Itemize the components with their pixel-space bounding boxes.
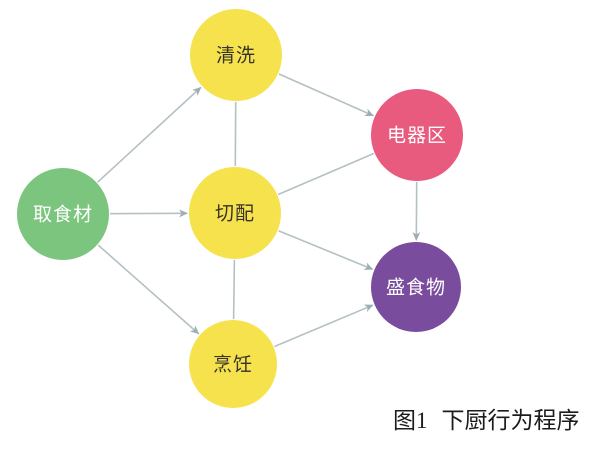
node-circle-chengshiwu: [371, 242, 461, 332]
node-label-pengren: 烹饪: [213, 354, 253, 376]
node-label-chengshiwu: 盛食物: [386, 277, 446, 299]
edge-qiepei-dianqiqu: [277, 152, 375, 196]
node-label-dianqiqu: 电器区: [387, 125, 447, 147]
node-pengren: 烹饪: [189, 320, 277, 408]
node-qingxi: 清洗: [190, 9, 282, 101]
node-label-qushicai: 取食材: [33, 204, 93, 226]
node-circle-pengren: [189, 320, 277, 408]
edge-qiepei-chengshiwu: [278, 230, 374, 270]
edge-qushicai-pengren: [97, 244, 200, 335]
figure-title: 下厨行为程序: [441, 408, 580, 433]
node-circle-qushicai: [17, 168, 109, 260]
node-label-qingxi: 清洗: [216, 45, 256, 67]
figure-number: 图1: [393, 408, 428, 433]
edge-pengren-chengshiwu: [274, 304, 374, 348]
edge-qiepei-pengren: [232, 259, 236, 320]
node-circle-qiepei: [189, 167, 281, 259]
node-qushicai: 取食材: [17, 168, 109, 260]
edge-qushicai-qingxi: [97, 86, 202, 183]
edge-qingxi-dianqiqu: [278, 73, 375, 117]
node-dianqiqu: 电器区: [371, 89, 463, 181]
figure-caption: 图1 下厨行为程序: [393, 401, 593, 435]
node-qiepei: 切配: [189, 167, 281, 259]
node-chengshiwu: 盛食物: [371, 242, 461, 332]
node-circle-qingxi: [190, 9, 282, 101]
node-circle-dianqiqu: [371, 89, 463, 181]
node-label-qiepei: 切配: [215, 204, 255, 225]
